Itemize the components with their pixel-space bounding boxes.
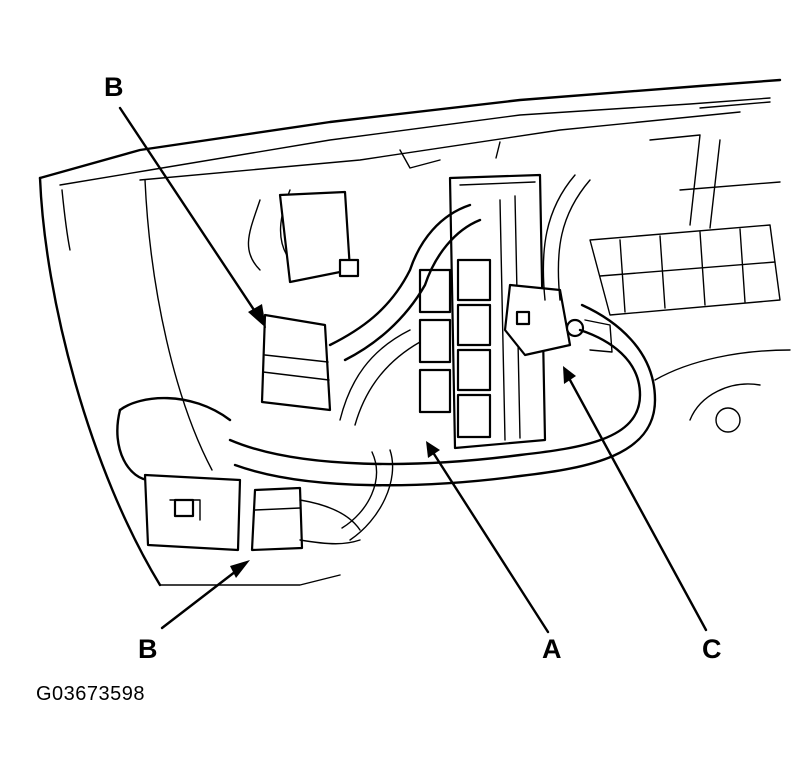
connector-b-upper — [260, 190, 360, 412]
arrowhead-b-top — [248, 304, 266, 328]
arrowhead-c — [563, 366, 576, 384]
leader-c — [568, 378, 708, 632]
callout-c: C — [702, 634, 722, 664]
leader-b-bottom — [160, 566, 242, 630]
callout-b-bottom: B — [138, 634, 158, 664]
arrowhead-b-bottom — [230, 560, 250, 578]
leader-a — [432, 452, 550, 634]
dashboard-vent — [589, 134, 791, 433]
leader-arrows — [118, 106, 708, 634]
fuse-relay-box — [418, 173, 547, 450]
callout-b-top: B — [104, 72, 124, 102]
harness-bracket — [503, 283, 613, 357]
arrowhead-a — [426, 441, 440, 458]
wire-harness — [116, 174, 657, 541]
figure-id: G03673598 — [36, 683, 146, 705]
dashboard-shell — [38, 78, 782, 587]
callout-a: A — [542, 634, 562, 664]
leader-b-top — [118, 106, 260, 318]
connector-b-lower — [143, 473, 361, 586]
